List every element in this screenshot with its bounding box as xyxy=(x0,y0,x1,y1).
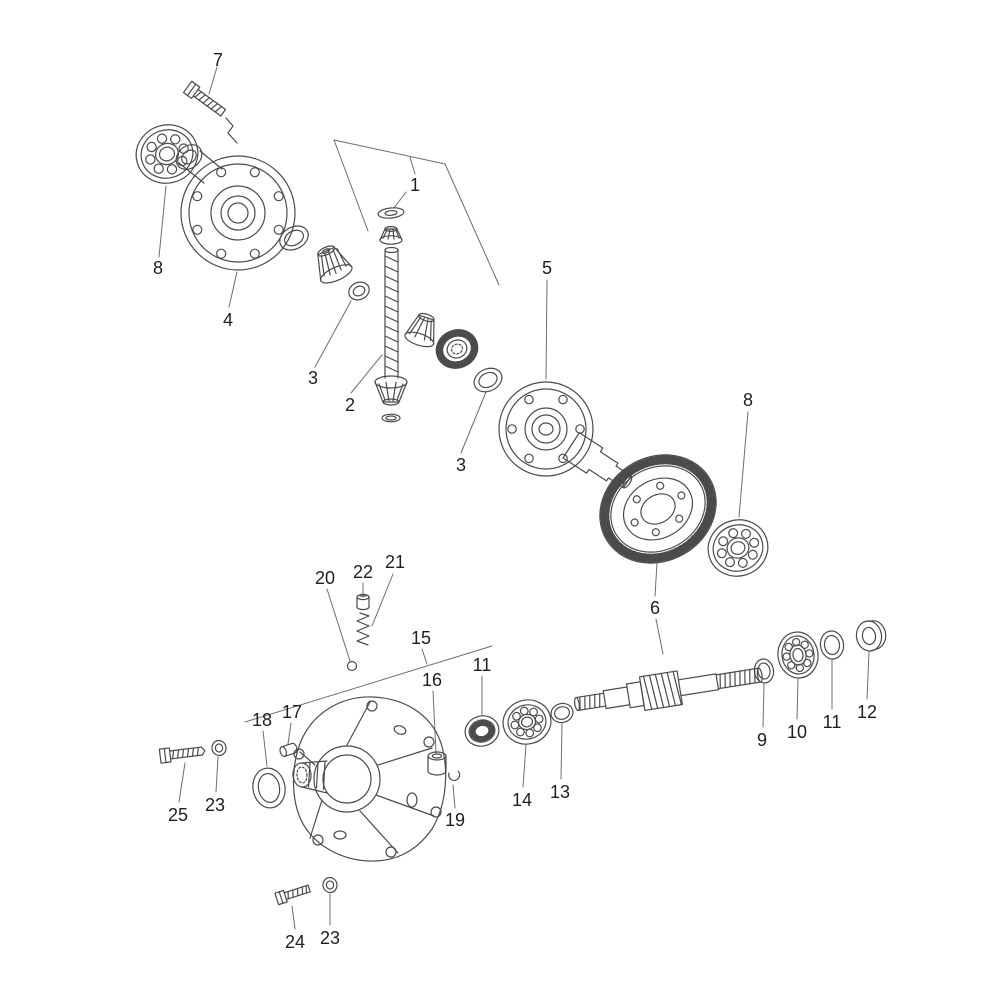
bushing-16 xyxy=(427,751,447,776)
part-label-19: 19 xyxy=(445,810,465,830)
part-label-14: 14 xyxy=(512,790,532,810)
bolt-25 xyxy=(158,746,206,764)
part-label-11b: 11 xyxy=(823,712,842,732)
part-label-23a: 23 xyxy=(205,795,225,815)
bevel-gear-left xyxy=(317,245,353,284)
shim-washer xyxy=(279,225,309,251)
washer-9 xyxy=(753,658,775,684)
part-label-8b: 8 xyxy=(743,390,753,410)
part-label-23b: 23 xyxy=(320,928,340,948)
part-label-20: 20 xyxy=(315,568,335,588)
part-label-8a: 8 xyxy=(153,258,163,278)
detent-spring-21 xyxy=(356,612,370,646)
part-label-7: 7 xyxy=(213,50,223,70)
ring-gear-6 xyxy=(599,454,717,564)
bearing-8-upper xyxy=(135,124,199,184)
detent-plug-22 xyxy=(356,593,370,611)
differential-housing-4 xyxy=(175,144,296,271)
dowel-pin-17 xyxy=(279,742,298,757)
part-label-1: 1 xyxy=(410,175,420,195)
bushing-3-left xyxy=(348,281,370,301)
part-label-18: 18 xyxy=(252,710,272,730)
part-label-15: 15 xyxy=(411,628,431,648)
pinion-shaft-6 xyxy=(574,667,763,712)
thrust-washer xyxy=(473,367,503,393)
side-cover-15 xyxy=(292,696,447,862)
side-gear-3-right xyxy=(435,329,479,369)
spacer-ring-13 xyxy=(550,702,574,724)
ring-11-right xyxy=(819,630,845,660)
nut-12 xyxy=(855,620,887,652)
part-label-3a: 3 xyxy=(308,368,318,388)
shaft-seal-18 xyxy=(252,767,286,809)
bearing-8-right xyxy=(707,519,769,577)
detent-ball-20 xyxy=(346,660,358,672)
snap-ring-19 xyxy=(448,770,461,782)
part-label-12: 12 xyxy=(857,702,877,722)
bearing-14 xyxy=(502,699,552,745)
part-label-4: 4 xyxy=(223,310,233,330)
part-label-24: 24 xyxy=(285,932,305,952)
part-labels: 7 8 4 3 2 1 3 5 8 6 20 22 21 15 16 11 18… xyxy=(153,50,877,952)
part-label-5: 5 xyxy=(542,258,552,278)
part-label-3b: 3 xyxy=(456,455,466,475)
part-label-10: 10 xyxy=(787,722,807,742)
spider-shaft-2 xyxy=(374,207,408,423)
washer-23-bottom xyxy=(322,876,338,894)
part-label-22: 22 xyxy=(353,562,373,582)
bolt-24 xyxy=(274,884,311,906)
part-label-13: 13 xyxy=(550,782,570,802)
part-label-9: 9 xyxy=(757,730,767,750)
part-label-25: 25 xyxy=(168,805,188,825)
washer-23-left xyxy=(211,739,227,757)
bevel-gear-mid xyxy=(404,312,435,348)
bolt-7 xyxy=(182,80,227,117)
part-label-16: 16 xyxy=(422,670,442,690)
bearing-10 xyxy=(777,631,819,679)
leader-lines xyxy=(158,66,870,930)
part-label-2: 2 xyxy=(345,395,355,415)
output-flange-5 xyxy=(498,381,633,489)
part-label-11a: 11 xyxy=(473,655,492,675)
bearing-11-left xyxy=(464,715,500,747)
part-label-21: 21 xyxy=(385,552,405,572)
part-label-6: 6 xyxy=(650,598,660,618)
part-label-17: 17 xyxy=(282,702,302,722)
break-squiggle xyxy=(225,117,238,144)
